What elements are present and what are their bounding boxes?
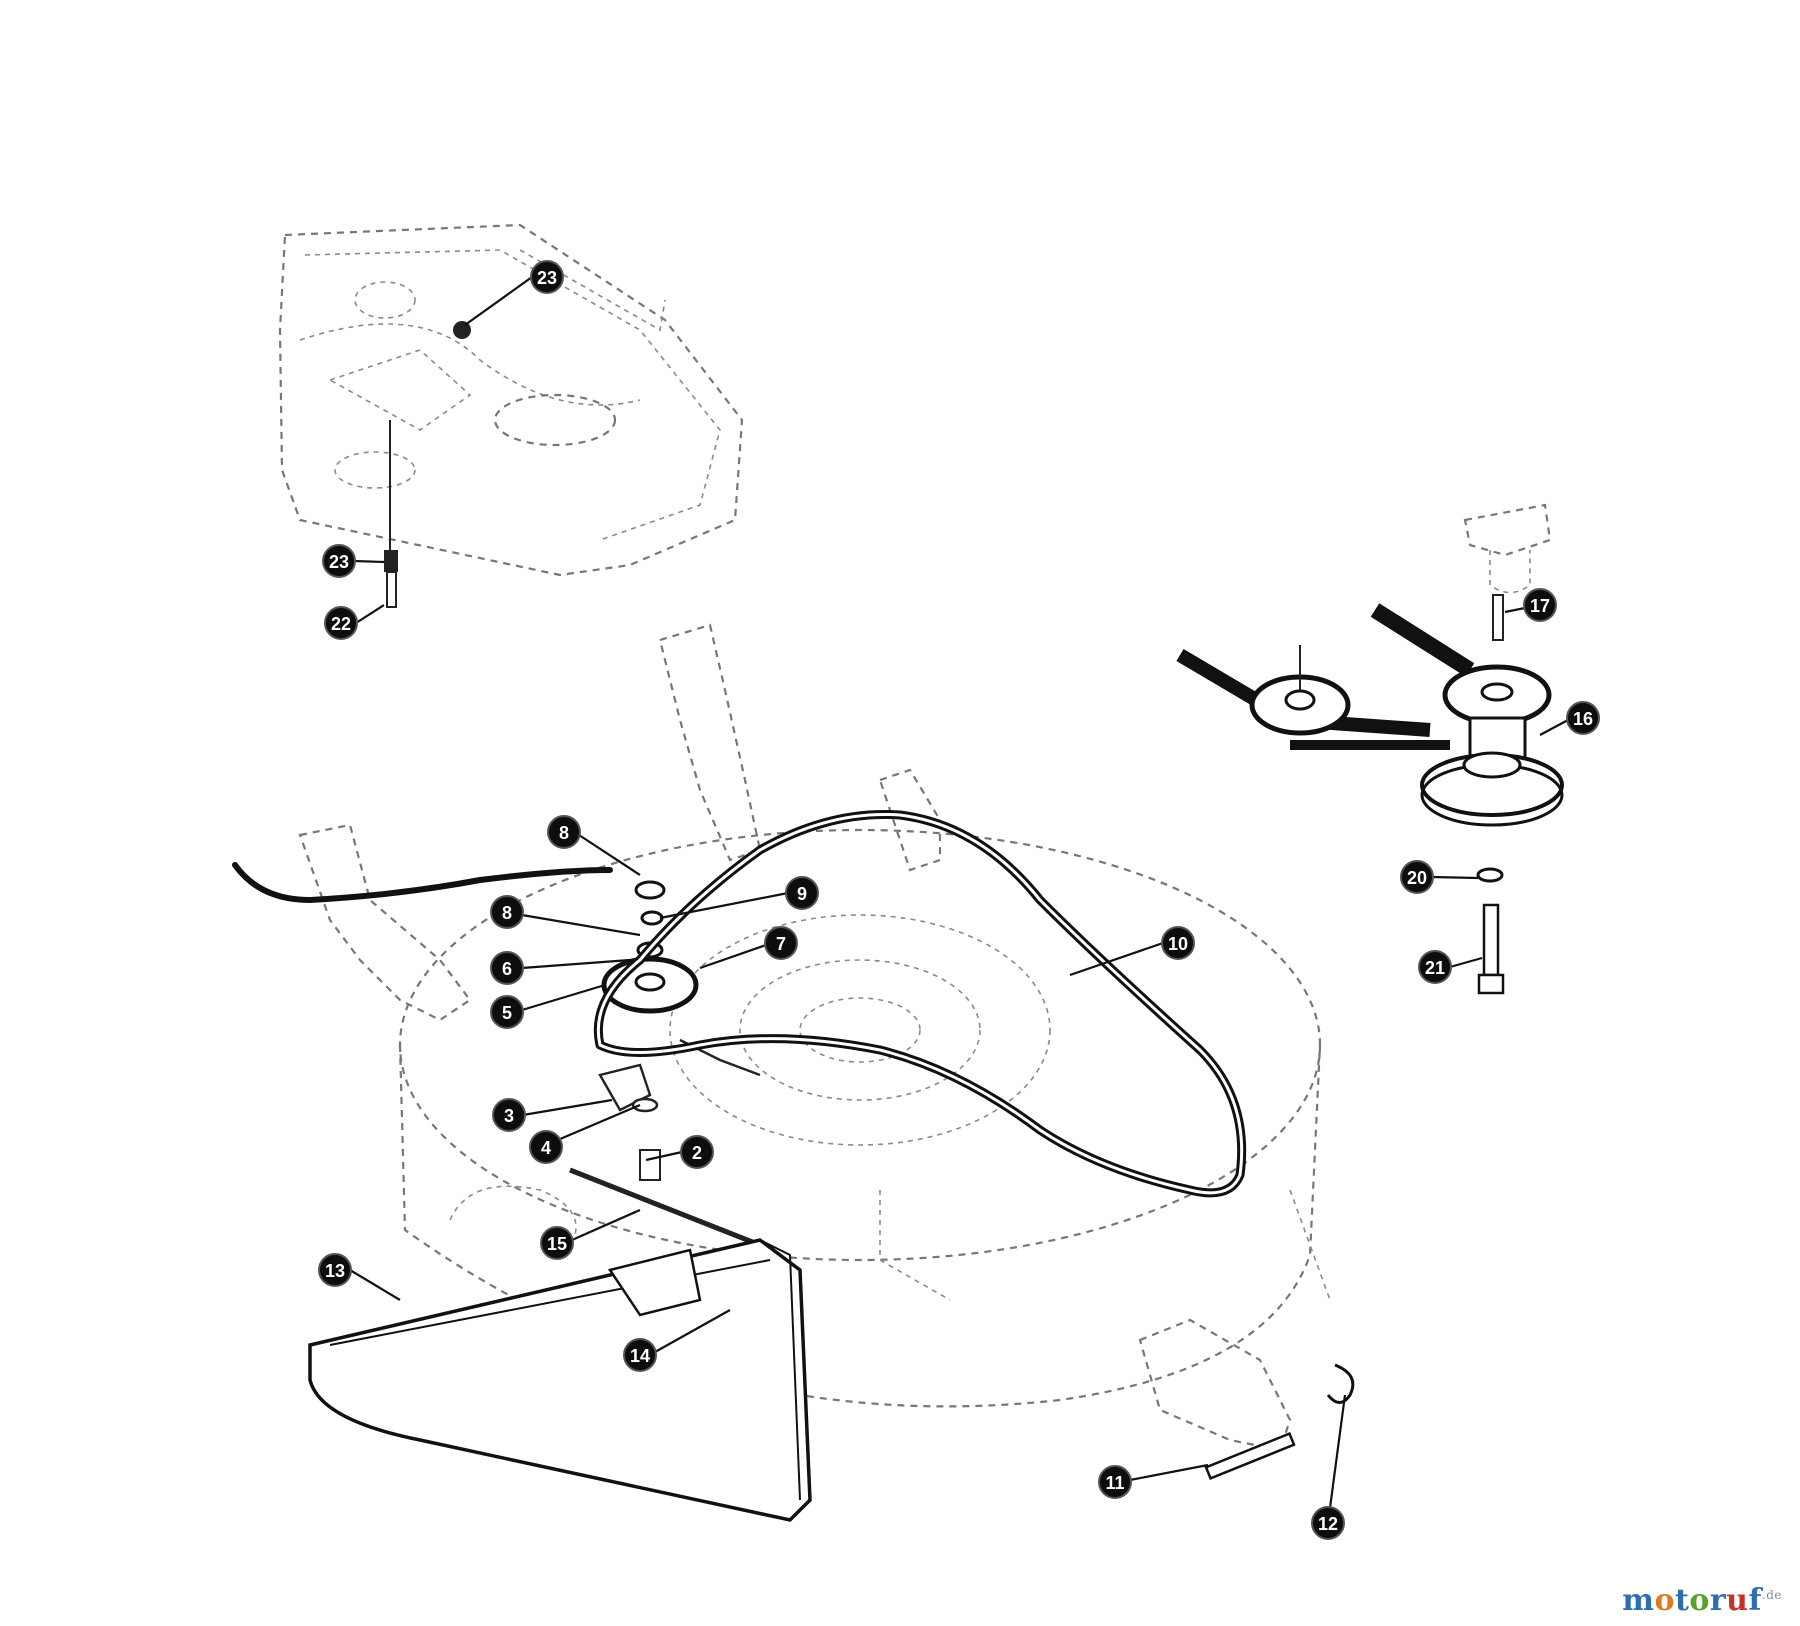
callout-17: 17 (1523, 588, 1557, 622)
callout-label: 21 (1425, 958, 1445, 978)
callout-label: 3 (504, 1106, 514, 1126)
callout-label: 14 (630, 1346, 650, 1366)
motoruf-watermark-logo: motoruf.de (1622, 1583, 1782, 1618)
deck-belt (232, 809, 1247, 1198)
callout-4: 4 (529, 1130, 563, 1164)
engine-pulley-assembly (1176, 503, 1564, 995)
callout-label: 17 (1530, 596, 1550, 616)
callout-10: 10 (1161, 926, 1195, 960)
watermark-letter: r (1709, 1583, 1727, 1618)
callout-label: 23 (329, 552, 349, 572)
callout-label: 23 (537, 268, 557, 288)
callout-6: 6 (490, 951, 524, 985)
callout-2: 2 (680, 1135, 714, 1169)
callout-3: 3 (492, 1098, 526, 1132)
callout-label: 12 (1318, 1514, 1338, 1534)
callout-label: 11 (1105, 1473, 1124, 1493)
callout-label: 6 (502, 959, 512, 979)
callout-label: 16 (1573, 709, 1593, 729)
callout-label: 4 (541, 1138, 551, 1158)
watermark-letter: o (1689, 1583, 1710, 1618)
callout-23: 23 (530, 260, 564, 294)
callout-12: 12 (1311, 1506, 1345, 1540)
discharge-chute (308, 1238, 812, 1522)
callout-14: 14 (623, 1338, 657, 1372)
callout-label: 5 (502, 1003, 512, 1023)
callout-8: 8 (547, 815, 581, 849)
callout-label: 2 (692, 1143, 702, 1163)
callout-label: 22 (331, 614, 351, 634)
callout-21: 21 (1418, 950, 1452, 984)
callout-label: 7 (776, 934, 786, 954)
callout-22: 22 (324, 606, 358, 640)
watermark-letter: o (1654, 1583, 1675, 1618)
callout-23: 23 (322, 544, 356, 578)
callout-label: 13 (325, 1261, 345, 1281)
callout-5: 5 (490, 995, 524, 1029)
callout-label: 15 (547, 1234, 567, 1254)
watermark-letter: m (1622, 1583, 1655, 1618)
callout-7: 7 (764, 926, 798, 960)
callout-label: 8 (559, 823, 569, 843)
callout-label: 9 (797, 884, 807, 904)
frame-bolt (384, 321, 471, 608)
callout-15: 15 (540, 1226, 574, 1260)
callout-9: 9 (785, 876, 819, 910)
callout-11: 11 (1098, 1465, 1132, 1499)
watermark-letter: f (1748, 1583, 1762, 1618)
leader-lines (349, 276, 1569, 1524)
watermark-letter: t (1674, 1583, 1690, 1618)
callout-16: 16 (1566, 701, 1600, 735)
callout-20: 20 (1400, 860, 1434, 894)
callout-label: 10 (1168, 934, 1188, 954)
callout-label: 8 (502, 903, 512, 923)
callout-label: 20 (1407, 868, 1427, 888)
watermark-letter: u (1726, 1583, 1749, 1618)
tractor-frame (278, 223, 744, 577)
callout-8: 8 (490, 895, 524, 929)
callout-13: 13 (318, 1253, 352, 1287)
